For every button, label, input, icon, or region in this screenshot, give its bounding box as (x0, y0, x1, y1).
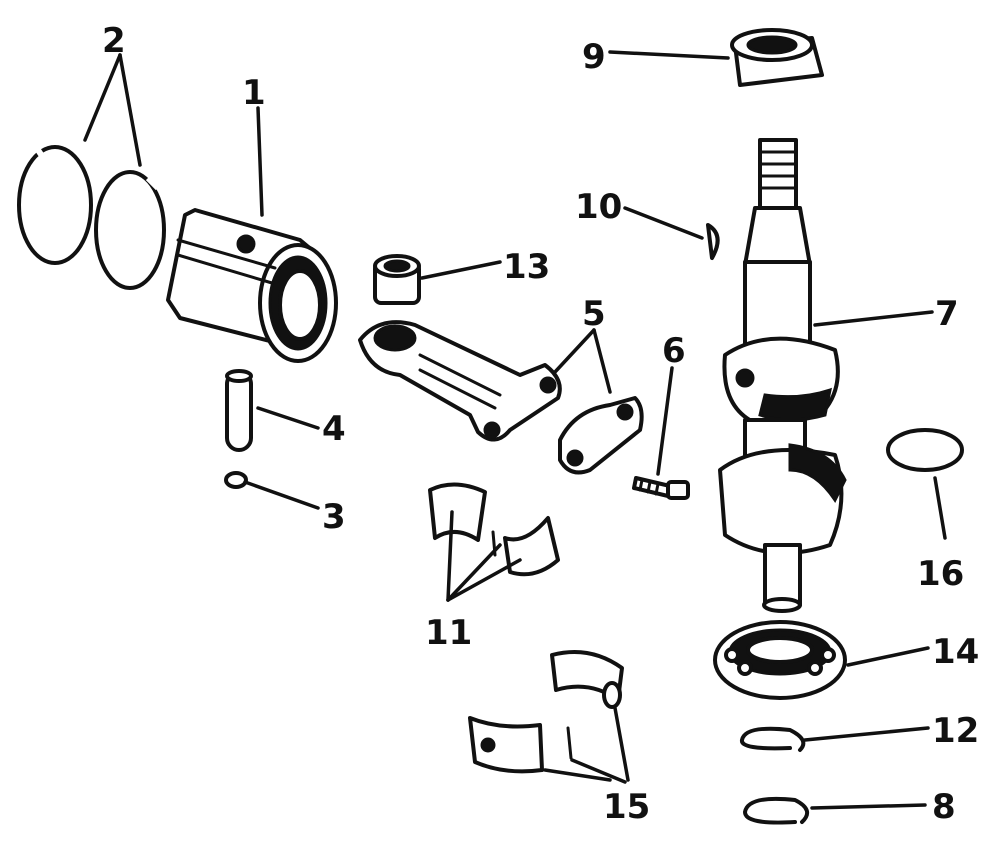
callout-14: 14 (932, 632, 979, 672)
snap-ring-upper (740, 726, 806, 752)
pin-retainer-clip (224, 471, 248, 489)
wrist-pin (225, 369, 253, 452)
ball-bearing (713, 620, 847, 700)
callout-2: 2 (102, 21, 126, 61)
leader-lines (83, 50, 947, 810)
woodruff-key (706, 223, 720, 260)
callout-15: 15 (603, 787, 650, 827)
callout-12: 12 (932, 711, 979, 751)
piston (166, 208, 338, 363)
rod-bolt (632, 476, 690, 500)
callout-8: 8 (932, 787, 956, 827)
crankshaft (718, 138, 847, 613)
callout-1: 1 (242, 73, 266, 113)
piston-ring-2 (94, 170, 166, 290)
main-bearing-set (468, 650, 624, 774)
callout-5: 5 (582, 294, 606, 334)
upper-crank-bearing (730, 28, 824, 87)
callout-13: 13 (503, 247, 550, 287)
callout-11: 11 (425, 613, 472, 653)
retaining-ring-lower (743, 796, 810, 825)
callout-4: 4 (322, 409, 346, 449)
rod-cap (558, 396, 644, 475)
piston-ring-1 (17, 145, 93, 265)
callout-10: 10 (575, 187, 622, 227)
callout-7: 7 (935, 294, 959, 334)
callout-6: 6 (662, 331, 686, 371)
callout-3: 3 (322, 497, 346, 537)
needle-bearing (373, 254, 421, 305)
callout-16: 16 (917, 554, 964, 594)
seal-ring (886, 428, 964, 472)
connecting-rod (358, 320, 562, 442)
callout-9: 9 (582, 37, 606, 77)
